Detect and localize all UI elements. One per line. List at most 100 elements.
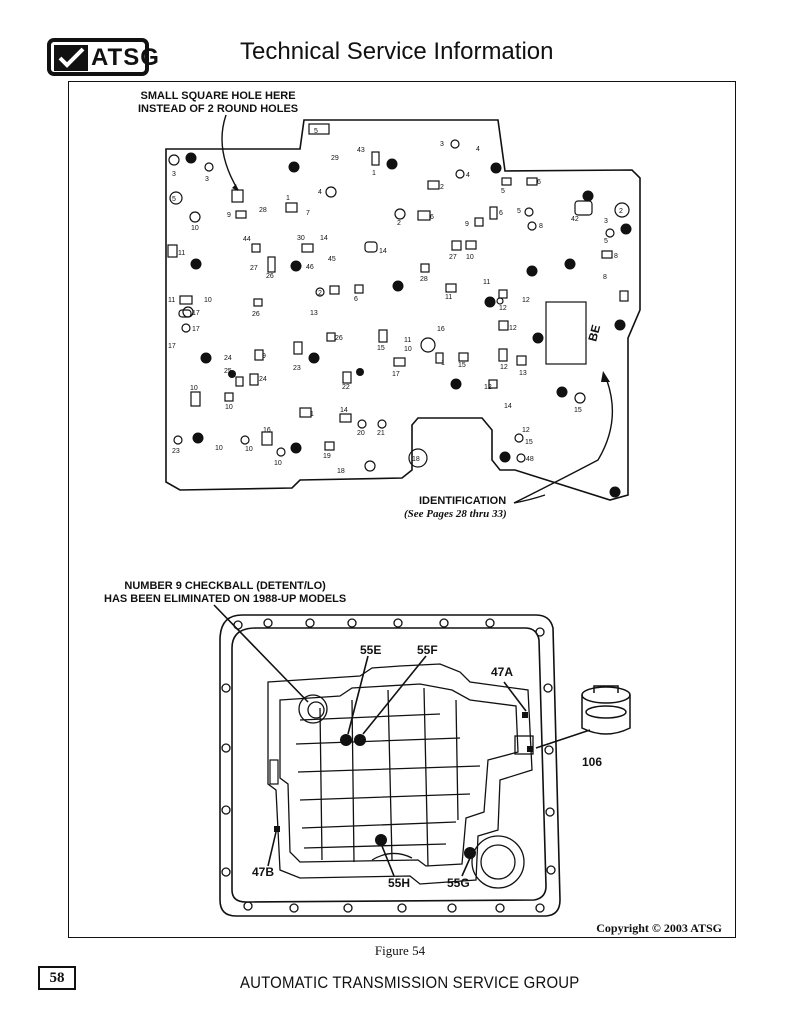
- svg-text:19: 19: [323, 453, 331, 460]
- svg-text:28: 28: [259, 207, 267, 214]
- svg-text:23: 23: [293, 365, 301, 372]
- svg-text:7: 7: [306, 210, 310, 217]
- svg-text:3: 3: [172, 171, 176, 178]
- square-hole-callout-line2: INSTEAD OF 2 ROUND HOLES: [138, 103, 299, 115]
- svg-text:1: 1: [286, 195, 290, 202]
- label-106: 106: [582, 755, 603, 769]
- svg-text:11: 11: [168, 297, 175, 304]
- svg-text:16: 16: [437, 326, 445, 333]
- svg-text:15: 15: [377, 345, 385, 352]
- svg-text:24: 24: [259, 376, 267, 383]
- svg-text:12: 12: [522, 427, 530, 434]
- label-47b: 47B: [252, 865, 275, 879]
- svg-text:15: 15: [458, 362, 466, 369]
- svg-text:3: 3: [604, 218, 608, 225]
- svg-text:18: 18: [337, 468, 345, 475]
- svg-text:42: 42: [571, 216, 579, 223]
- svg-text:10: 10: [274, 460, 282, 467]
- spacer-plate: [165, 119, 641, 501]
- svg-text:17: 17: [192, 326, 200, 333]
- svg-text:5: 5: [604, 238, 608, 245]
- svg-text:6: 6: [499, 210, 503, 217]
- label-55g: 55G: [447, 876, 470, 890]
- svg-text:22: 22: [342, 384, 350, 391]
- svg-text:45: 45: [328, 256, 336, 263]
- svg-text:25: 25: [224, 368, 232, 375]
- svg-text:2: 2: [397, 220, 401, 227]
- svg-text:11: 11: [445, 294, 452, 301]
- copyright: Copyright © 2003 ATSG: [596, 921, 722, 935]
- svg-text:17: 17: [168, 343, 176, 350]
- label-55h: 55H: [388, 876, 411, 890]
- svg-text:48: 48: [526, 456, 534, 463]
- logo-text: ATSG: [91, 44, 160, 71]
- svg-text:20: 20: [357, 430, 365, 437]
- svg-text:12: 12: [509, 325, 517, 332]
- label-55e: 55E: [360, 643, 382, 657]
- atsg-logo: ATSG: [47, 38, 159, 76]
- svg-text:27: 27: [449, 254, 457, 261]
- svg-text:6: 6: [537, 179, 541, 186]
- checkmark-icon: [54, 45, 88, 71]
- svg-text:14: 14: [320, 235, 328, 242]
- svg-text:29: 29: [331, 155, 339, 162]
- svg-text:26: 26: [335, 335, 343, 342]
- lower-leader-lines: [213, 604, 591, 877]
- svg-text:43: 43: [357, 147, 365, 154]
- svg-text:10: 10: [191, 225, 199, 232]
- square-hole-callout-line1: SMALL SQUARE HOLE HERE: [140, 90, 296, 102]
- spacer-plate-holes: [185, 152, 632, 498]
- svg-text:4: 4: [466, 172, 470, 179]
- svg-text:10: 10: [404, 346, 412, 353]
- svg-text:14: 14: [504, 403, 512, 410]
- spacer-plate-openings: [167, 123, 630, 472]
- svg-text:44: 44: [243, 236, 251, 243]
- svg-text:2: 2: [619, 208, 623, 215]
- svg-text:14: 14: [379, 248, 387, 255]
- svg-text:12: 12: [499, 305, 507, 312]
- square-hole-callout: SMALL SQUARE HOLE HERE INSTEAD OF 2 ROUN…: [138, 90, 298, 116]
- svg-text:5: 5: [501, 188, 505, 195]
- square-hole-arrow: [221, 114, 239, 191]
- figure-frame: [68, 81, 736, 938]
- svg-text:26: 26: [266, 273, 274, 280]
- svg-text:23: 23: [172, 448, 180, 455]
- svg-text:6: 6: [354, 296, 358, 303]
- footer-text: AUTOMATIC TRANSMISSION SERVICE GROUP: [240, 973, 580, 992]
- svg-text:14: 14: [340, 407, 348, 414]
- identification-arrow: [513, 377, 614, 504]
- svg-text:18: 18: [412, 456, 420, 463]
- checkball-callout: NUMBER 9 CHECKBALL (DETENT/LO) HAS BEEN …: [104, 580, 346, 606]
- svg-text:4: 4: [476, 146, 480, 153]
- svg-text:10: 10: [204, 297, 212, 304]
- svg-text:4: 4: [318, 189, 322, 196]
- svg-text:8: 8: [539, 223, 543, 230]
- valve-body: [267, 663, 534, 889]
- svg-text:8: 8: [603, 274, 607, 281]
- label-47a: 47A: [491, 665, 514, 679]
- checkball-markers: [274, 712, 533, 859]
- svg-text:9: 9: [227, 212, 231, 219]
- svg-text:11: 11: [404, 337, 411, 344]
- svg-text:1: 1: [310, 411, 314, 418]
- page-number: 58: [38, 966, 76, 990]
- svg-text:3: 3: [205, 176, 209, 183]
- svg-text:16: 16: [263, 427, 271, 434]
- svg-text:10: 10: [225, 404, 233, 411]
- svg-text:10: 10: [466, 254, 474, 261]
- svg-text:13: 13: [519, 370, 527, 377]
- svg-text:2: 2: [318, 290, 322, 297]
- svg-text:30: 30: [297, 235, 305, 242]
- case-bolt-holes: [221, 618, 556, 913]
- svg-text:10: 10: [245, 446, 253, 453]
- svg-text:28: 28: [420, 276, 428, 283]
- svg-text:9: 9: [262, 353, 266, 360]
- svg-text:24: 24: [224, 355, 232, 362]
- svg-text:46: 46: [306, 264, 314, 271]
- checkball-callout-line1: NUMBER 9 CHECKBALL (DETENT/LO): [124, 580, 326, 592]
- svg-text:5: 5: [172, 196, 176, 203]
- svg-text:15: 15: [525, 439, 533, 446]
- svg-text:11: 11: [483, 279, 490, 286]
- svg-text:13: 13: [310, 310, 318, 317]
